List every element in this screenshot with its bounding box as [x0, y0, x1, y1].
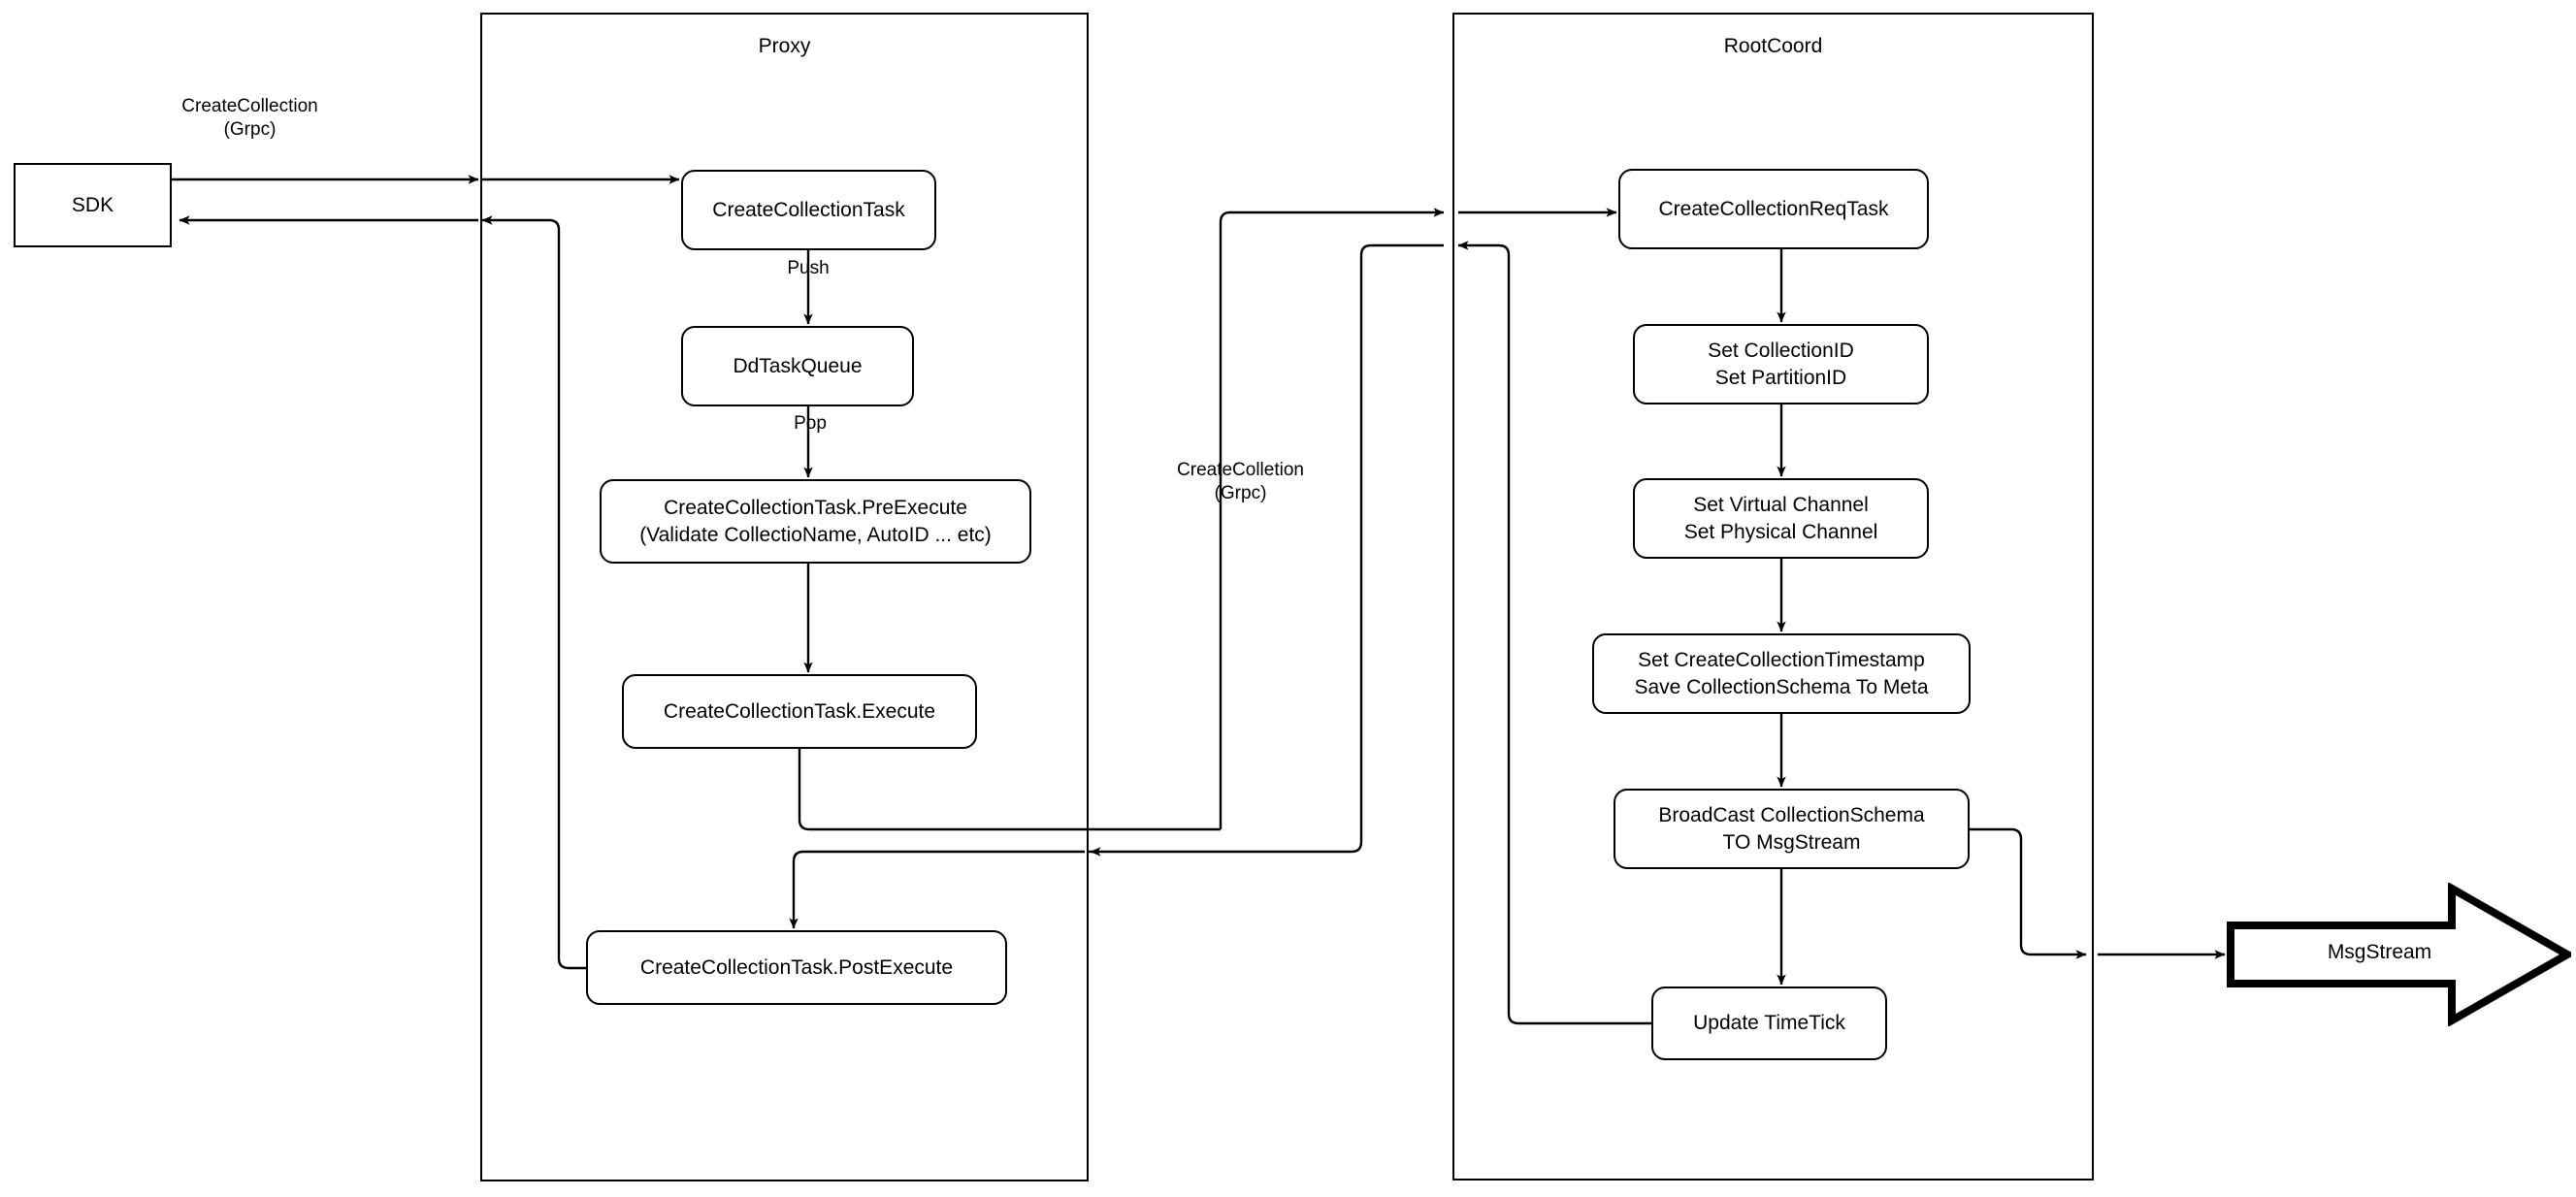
edge-broadcast-to-msgstream-border	[1970, 827, 2087, 959]
node-update-timetick[interactable]: Update TimeTick	[1651, 987, 1887, 1060]
edge-rootcoord-return-to-proxy	[1093, 243, 1444, 854]
lane-rootcoord: RootCoord	[1452, 13, 2094, 1181]
node-msgstream-label: MsgStream	[2327, 941, 2432, 963]
node-broadcast-collectionschema[interactable]: BroadCast CollectionSchema TO MsgStream	[1614, 789, 1970, 869]
node-set-timestamp-save-schema[interactable]: Set CreateCollectionTimestamp Save Colle…	[1592, 633, 1971, 714]
node-set-collection-partition-id[interactable]: Set CollectionID Set PartitionID	[1633, 324, 1929, 404]
node-set-virtual-physical-channel[interactable]: Set Virtual Channel Set Physical Channel	[1633, 478, 1929, 559]
node-msgstream[interactable]	[2227, 883, 2571, 1026]
node-create-collection-req-task[interactable]: CreateCollectionReqTask	[1618, 169, 1929, 249]
node-create-collection-task[interactable]: CreateCollectionTask	[681, 170, 936, 250]
edge-timetick-return-up	[1457, 241, 1651, 1025]
edge-execute-out-right	[798, 749, 1221, 831]
lane-rootcoord-title: RootCoord	[1723, 35, 1823, 57]
node-sdk[interactable]: SDK	[14, 163, 172, 247]
lane-proxy: Proxy	[480, 13, 1089, 1181]
lane-proxy-title: Proxy	[758, 35, 811, 57]
node-dd-task-queue[interactable]: DdTaskQueue	[681, 326, 914, 406]
node-create-collection-task-postexecute[interactable]: CreateCollectionTask.PostExecute	[586, 930, 1007, 1005]
edge-return-to-postexecute	[789, 850, 1085, 929]
node-create-collection-task-preexecute[interactable]: CreateCollectionTask.PreExecute (Validat…	[600, 479, 1031, 564]
node-create-collection-task-execute[interactable]: CreateCollectionTask.Execute	[622, 674, 977, 749]
edge-postexecute-return-up	[490, 218, 586, 970]
edge-execute-up-to-rootcoord	[1219, 208, 1445, 829]
